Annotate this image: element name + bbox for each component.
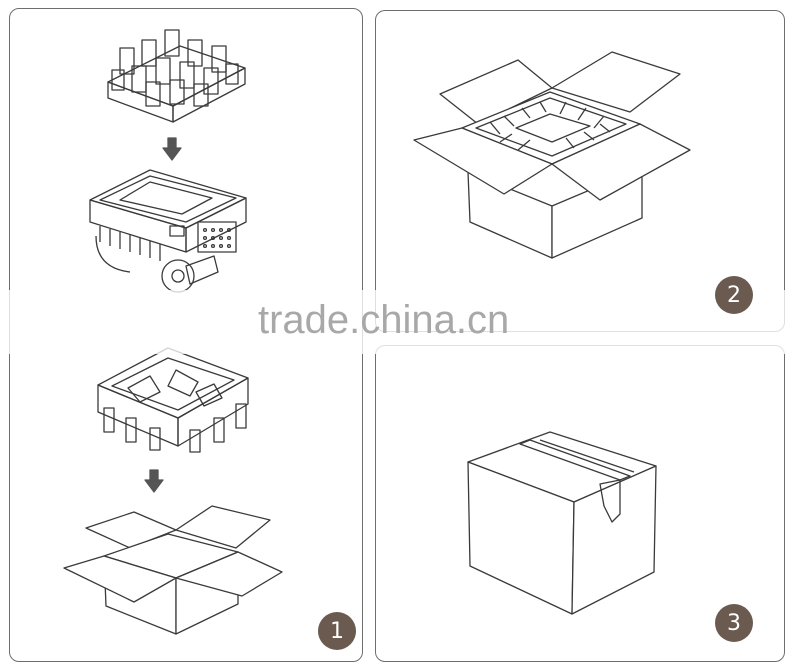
down-arrow-icon [144,469,164,493]
open-empty-box [63,505,283,635]
watermark-text: trade.china.cn [258,298,510,342]
step-2-badge: 2 [715,276,753,314]
open-box-with-tray [413,51,691,259]
closed-taped-box [467,431,657,615]
down-arrow-icon [162,137,182,161]
step-3-badge: 3 [715,604,753,642]
floodlight-fixture [89,169,247,293]
step-number: 2 [727,282,741,308]
watermark: trade.china.cn [0,290,800,354]
step-number: 3 [727,610,741,636]
bottom-foam-tray [97,347,249,453]
top-foam-tray [107,29,246,123]
step-1-badge: 1 [318,612,356,650]
step-number: 1 [330,618,344,644]
